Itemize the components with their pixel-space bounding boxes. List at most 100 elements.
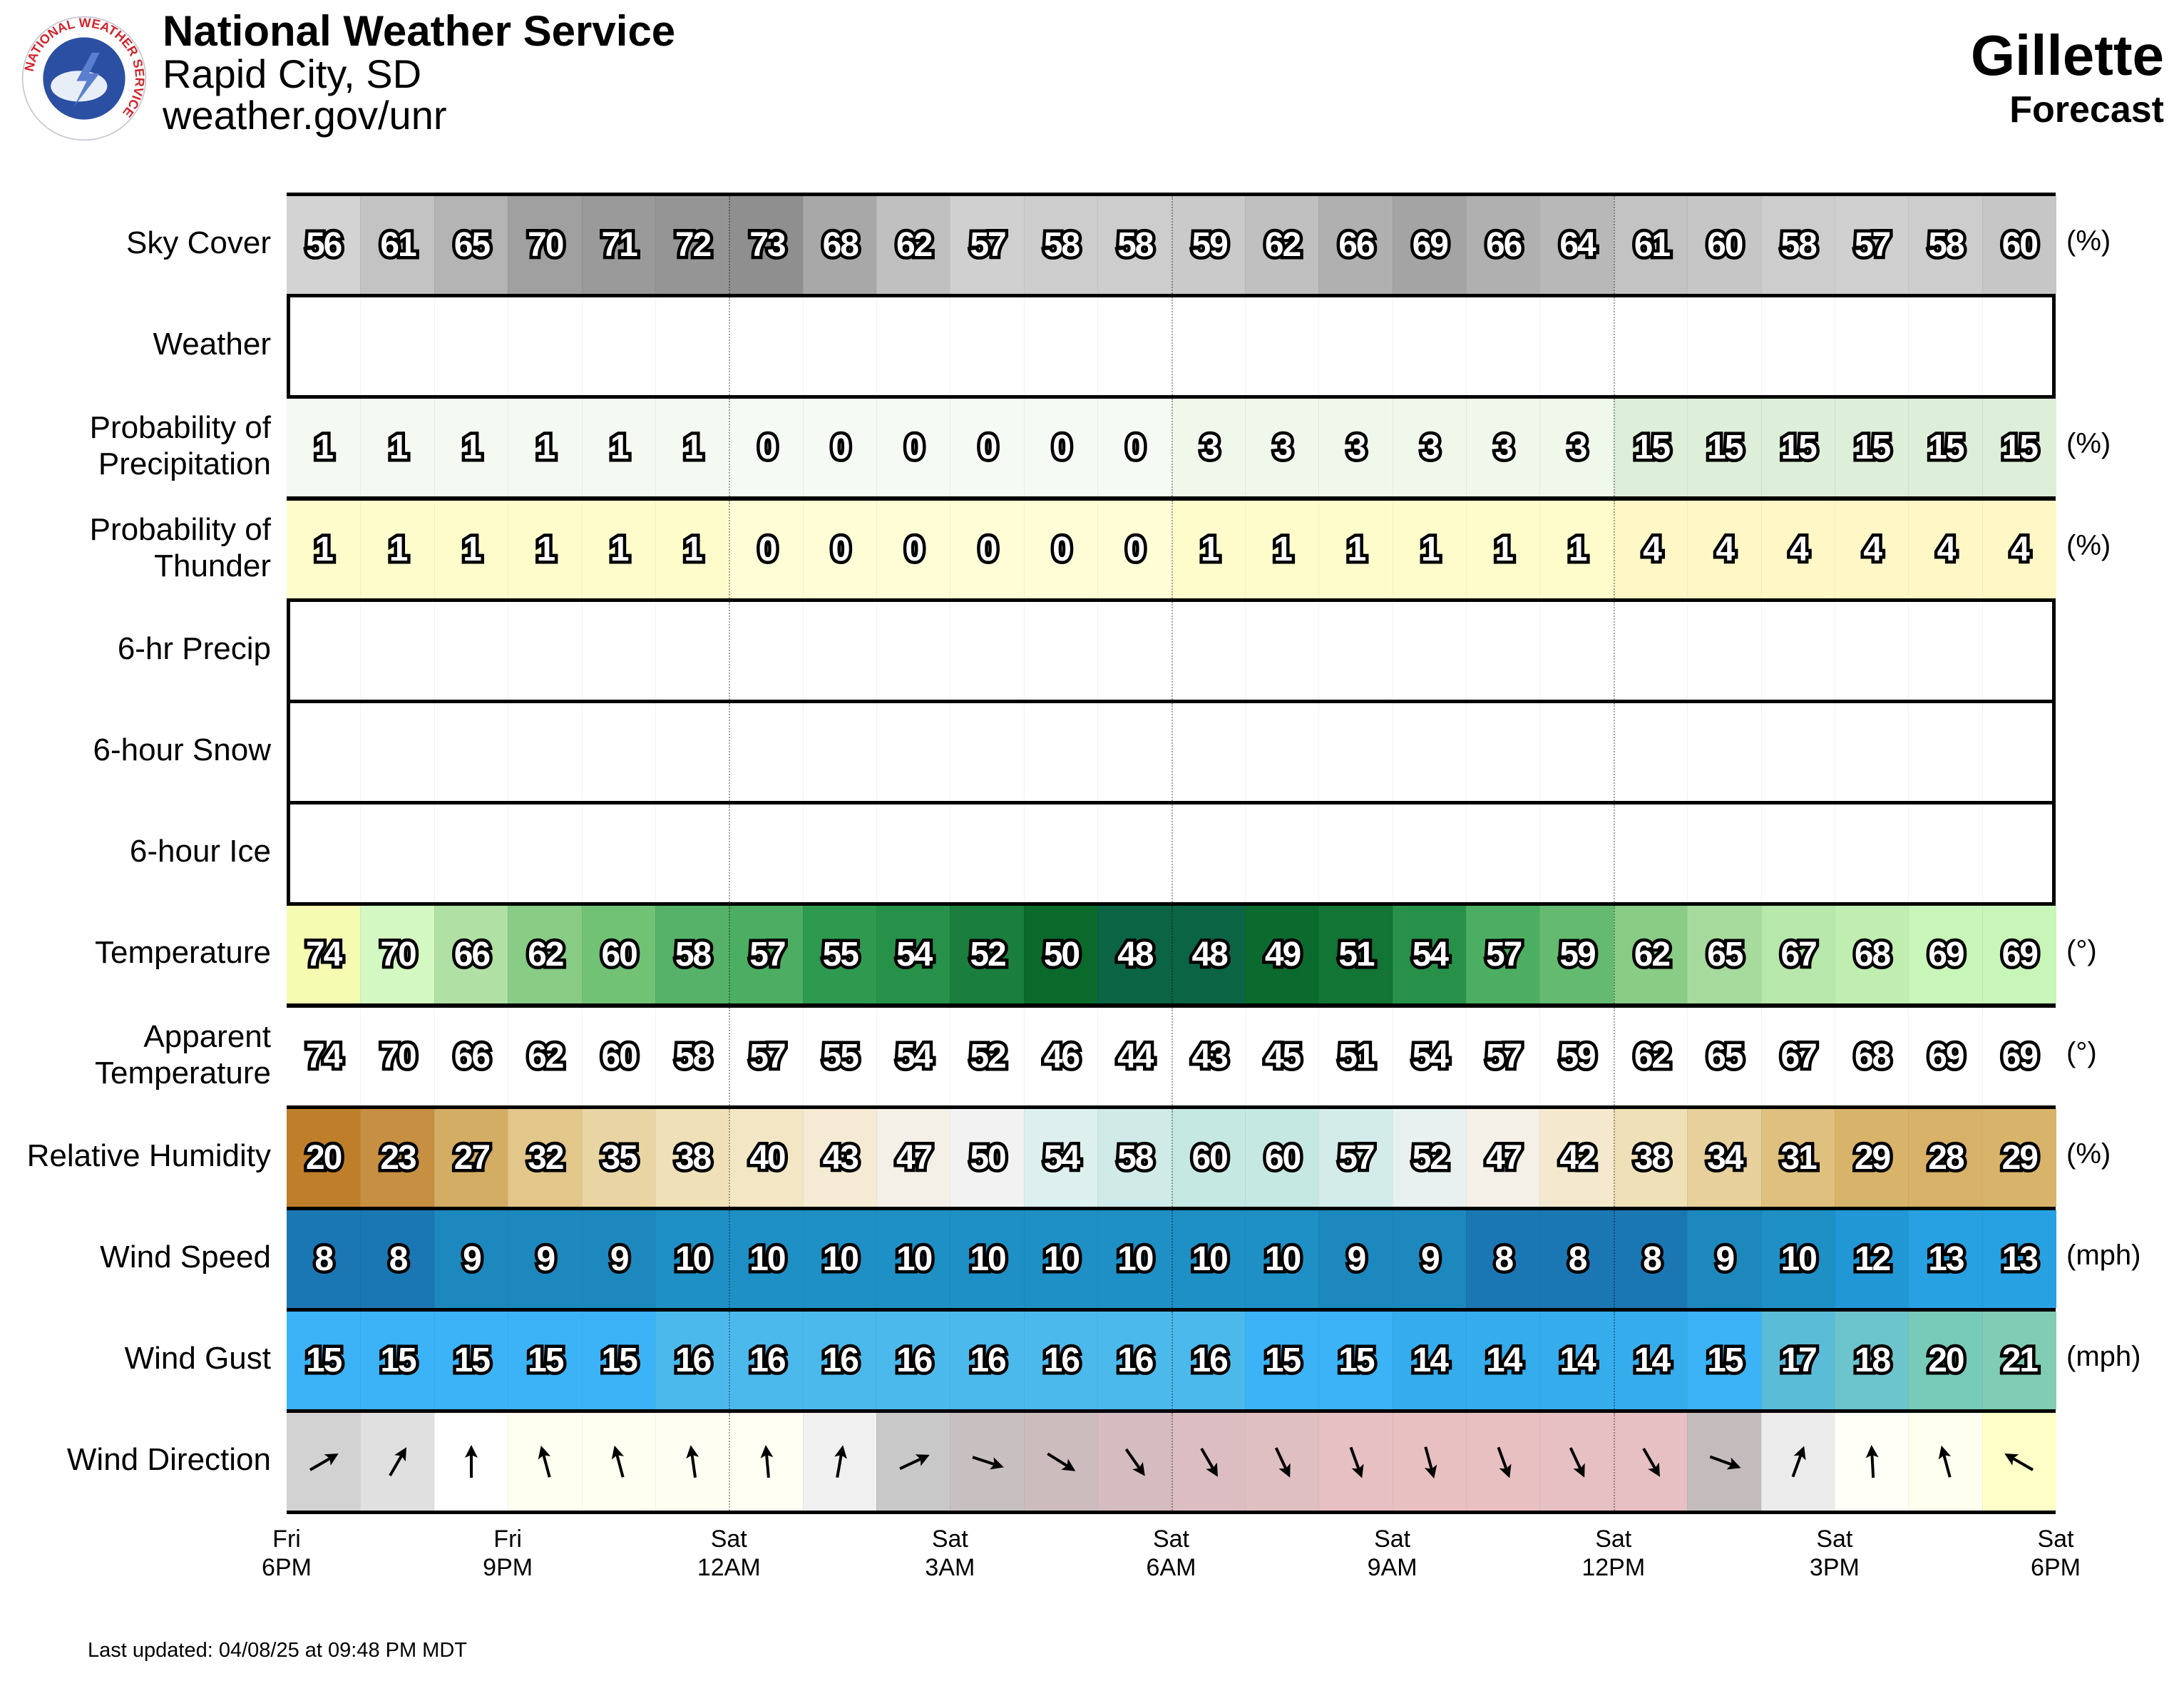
value-cell: 70 [360, 906, 435, 1003]
wind-direction-cell [581, 1413, 656, 1511]
wind-arrow-icon [1424, 1446, 1437, 1478]
value-cell: 20 [287, 1109, 361, 1207]
empty-cell [581, 602, 656, 700]
empty-cell [1760, 602, 1835, 700]
value-cell: 8 [1613, 1210, 1689, 1308]
empty-cell [1244, 703, 1319, 801]
empty-cell [287, 297, 360, 395]
value-cell: 3 [1244, 399, 1320, 496]
value-cell: 1 [434, 501, 509, 598]
value-cell: 68 [1834, 1008, 1909, 1105]
value-cell: 3 [1318, 399, 1393, 496]
value-cell: 68 [802, 196, 877, 294]
wind-arrow-icon [309, 1453, 339, 1471]
value-cell: 4 [1982, 501, 2056, 598]
value-cell: 67 [1760, 906, 1835, 1003]
value-cell: 10 [1244, 1210, 1320, 1308]
tick-time: 6PM [2031, 1554, 2081, 1582]
empty-cell [434, 602, 508, 700]
value-cell: 58 [655, 1008, 730, 1105]
value-cell: 15 [1834, 399, 1909, 496]
value-cell: 54 [1023, 1109, 1099, 1207]
value-cell: 29 [1982, 1109, 2056, 1207]
value-cell: 1 [508, 501, 583, 598]
value-cell: 64 [1539, 196, 1614, 294]
value-cell: 69 [1908, 906, 1983, 1003]
empty-cell [1171, 804, 1246, 902]
value-cell: 62 [508, 906, 583, 1003]
value-cell: 0 [876, 501, 951, 598]
wind-arrow-icon [685, 1444, 699, 1478]
value-cell: 57 [1466, 1008, 1541, 1105]
value-cell: 10 [876, 1210, 951, 1308]
wind-arrow-icon [1274, 1446, 1291, 1478]
empty-cell [434, 804, 508, 902]
empty-cell [1982, 602, 2056, 700]
empty-cell [1023, 804, 1098, 902]
row-label: Wind Gust [124, 1341, 271, 1376]
empty-cell [434, 703, 508, 801]
empty-cell [1171, 703, 1246, 801]
value-cell: 0 [1023, 399, 1099, 496]
value-cell: 9 [434, 1210, 509, 1308]
tick-time: 9PM [483, 1554, 533, 1582]
empty-cell [581, 297, 656, 395]
value-cell: 0 [729, 399, 804, 496]
value-cell: 17 [1760, 1312, 1835, 1409]
value-cell: 38 [655, 1109, 730, 1207]
nws-logo: NATIONAL WEATHER SERVICE [22, 16, 147, 141]
value-cell: 51 [1318, 1008, 1393, 1105]
value-cell: 0 [1097, 399, 1172, 496]
tick-time: 3PM [1809, 1554, 1860, 1582]
value-cell: 15 [1908, 399, 1983, 496]
wind-direction-cell [655, 1413, 730, 1511]
empty-cell [1466, 297, 1540, 395]
value-cell: 3 [1466, 399, 1541, 496]
value-cell: 58 [1097, 1109, 1172, 1207]
wind-arrow-icon [1497, 1446, 1512, 1478]
value-cell: 1 [655, 501, 730, 598]
empty-cell [729, 703, 804, 801]
row-unit: (%) [2066, 1138, 2111, 1170]
wind-arrow-icon [1349, 1446, 1364, 1478]
wind-arrow-icon [1047, 1452, 1076, 1471]
value-cell: 14 [1392, 1312, 1467, 1409]
value-cell: 62 [1244, 196, 1320, 294]
wind-direction-cell [360, 1413, 435, 1511]
empty-cell [1834, 703, 1909, 801]
empty-cell [287, 804, 360, 902]
empty-cell [729, 602, 804, 700]
value-cell: 10 [802, 1210, 877, 1308]
value-cell: 10 [655, 1210, 730, 1308]
location-name: Gillette [1970, 24, 2164, 87]
value-cell: 47 [1466, 1109, 1541, 1207]
empty-cell [360, 297, 434, 395]
value-cell: 10 [729, 1210, 804, 1308]
value-cell: 68 [1834, 906, 1909, 1003]
value-cell: 48 [1097, 906, 1172, 1003]
value-cell: 57 [1318, 1109, 1393, 1207]
wind-direction-cell [876, 1413, 951, 1511]
value-cell: 45 [1244, 1008, 1320, 1105]
value-cell: 61 [360, 196, 435, 294]
value-cell: 0 [950, 399, 1025, 496]
tick-day: Fri [272, 1526, 301, 1553]
tick-day: Sat [2037, 1526, 2074, 1553]
wind-direction-cell [1171, 1413, 1246, 1511]
tick-time: 12PM [1581, 1554, 1646, 1582]
empty-cell [1760, 703, 1835, 801]
value-cell: 4 [1613, 501, 1689, 598]
empty-cell [876, 297, 950, 395]
office-url[interactable]: weather.gov/unr [163, 93, 447, 138]
value-cell: 16 [1023, 1312, 1099, 1409]
empty-cell [1097, 297, 1172, 395]
value-cell: 58 [655, 906, 730, 1003]
tick-day: Sat [1152, 1526, 1190, 1553]
value-cell: 57 [729, 906, 804, 1003]
value-cell: 16 [729, 1312, 804, 1409]
